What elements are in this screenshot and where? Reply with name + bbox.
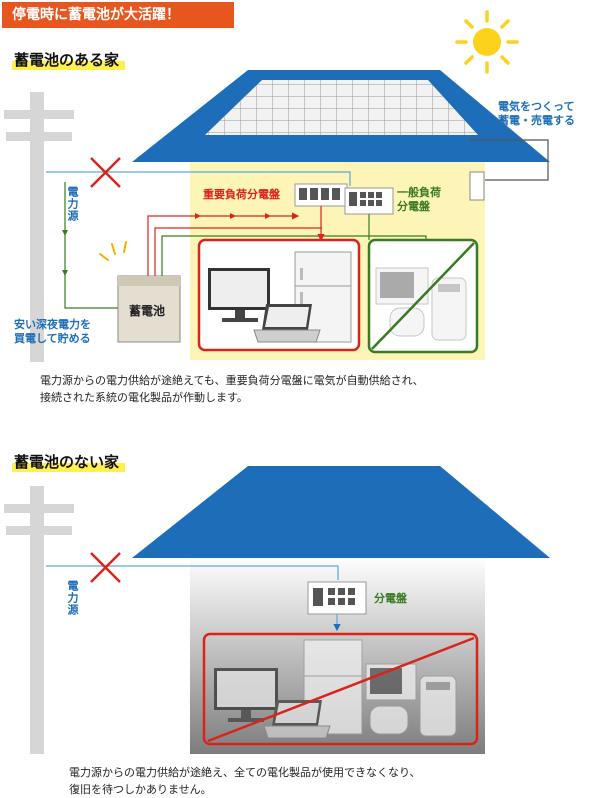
grid-line-1 (46, 171, 351, 186)
night-power-label-line2: 買電して貯める (14, 332, 91, 345)
spark-icon (99, 241, 127, 261)
solar-label-line2: 蓄電・売電する (498, 114, 575, 127)
battery-unit (117, 275, 181, 343)
section1-title: 蓄電池のある家 (12, 50, 126, 70)
solar-label: 電気をつくって 蓄電・売電する (498, 100, 575, 128)
section2-caption: 電力源からの電力供給が途絶え、全ての電化製品が使用できなくなり、 復旧を待つしか… (69, 764, 421, 798)
laptop-icon-2 (263, 700, 331, 739)
important-load-panel (294, 183, 348, 207)
cut-cross-icon-2 (90, 552, 121, 583)
laptop-icon-1 (253, 304, 321, 343)
all-appliances-box (202, 632, 479, 746)
section2-caption-line1: 電力源からの電力供給が途絶え、全ての電化製品が使用できなくなり、 (69, 766, 421, 779)
night-power-label-line1: 安い深夜電力を (14, 318, 91, 331)
all-disabled-slash (207, 636, 475, 743)
section1-caption-line2: 接続された系統の電化製品が作動します。 (40, 391, 248, 404)
general-panel-label-line2: 分電盤 (397, 200, 430, 213)
microwave-icon-1 (375, 267, 429, 305)
solar-panels (205, 80, 478, 135)
general-load-panel (344, 187, 394, 215)
important-panel-label: 重要負荷分電盤 (203, 188, 280, 201)
section1-caption: 電力源からの電力供給が途絶えても、重要負荷分電盤に電気が自動供給され、 接続され… (40, 372, 424, 406)
grid-line-2 (46, 565, 339, 580)
utility-pole-2 (4, 486, 74, 754)
general-disabled-slash (371, 242, 475, 350)
utility-pole-1 (4, 92, 74, 362)
grid-label-1: 電力源 (66, 186, 79, 222)
section2-title: 蓄電池のない家 (12, 452, 126, 472)
solar-wire (470, 139, 549, 181)
tv-icon-2 (214, 668, 278, 722)
headline-banner: 停電時に蓄電池が大活躍！ (2, 2, 234, 28)
distribution-panel (307, 581, 367, 615)
general-feed-line (161, 235, 427, 276)
general-panel-label: 一般負荷 分電盤 (397, 186, 441, 214)
battery-feed-line-b (154, 227, 322, 276)
kettle-icon-1 (431, 277, 467, 341)
solar-label-line1: 電気をつくって (498, 100, 575, 113)
kettle-icon-2 (419, 675, 457, 737)
battery-label: 蓄電池 (129, 304, 166, 318)
rice-cooker-icon-2 (369, 705, 409, 735)
rice-cooker-icon-1 (389, 307, 425, 337)
panel-label-2: 分電盤 (374, 592, 407, 605)
section2-caption-line2: 復旧を待つしかありません。 (69, 783, 212, 796)
grid-label-2: 電力源 (66, 580, 79, 616)
general-panel-label-line1: 一般負荷 (397, 186, 441, 199)
section1-caption-line1: 電力源からの電力供給が途絶えても、重要負荷分電盤に電気が自動供給され、 (40, 374, 424, 387)
night-charge-line (64, 182, 118, 309)
power-conditioner-box (469, 171, 485, 201)
tv-icon (208, 268, 270, 322)
sun-icon (455, 10, 519, 74)
house2-roof (132, 466, 550, 558)
cut-cross-icon-1 (90, 157, 121, 188)
battery-feed-line-a (147, 212, 300, 276)
night-power-label: 安い深夜電力を 買電して貯める (14, 318, 91, 346)
